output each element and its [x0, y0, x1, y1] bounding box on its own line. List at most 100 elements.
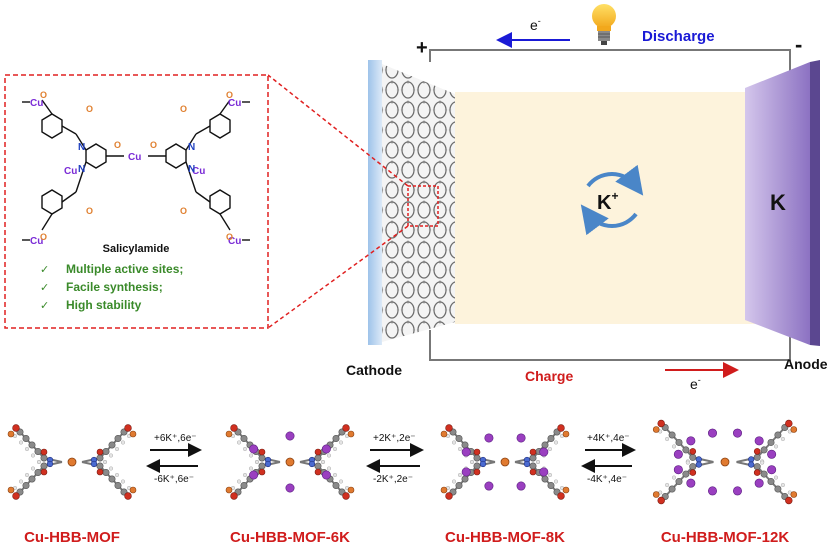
feature-item: High stability	[66, 298, 142, 312]
carbon-atom	[240, 434, 248, 442]
hydrogen-atom	[665, 483, 670, 488]
hydrogen-atom	[780, 483, 785, 488]
reaction-forward-label: +4K⁺,4e⁻	[587, 433, 630, 444]
copper-atom	[347, 430, 355, 438]
carbon-atom	[547, 434, 555, 442]
carbon-atom	[455, 481, 463, 489]
circuit-wire-bottom	[429, 330, 791, 361]
potassium-atom	[707, 428, 717, 438]
hydrogen-atom	[339, 440, 344, 445]
carbon-atom	[240, 481, 248, 489]
carbon-atom	[102, 447, 110, 455]
oxygen-atom	[529, 448, 537, 456]
hydrogen-atom	[760, 460, 765, 465]
structure-name: Cu-HBB-MOF-12K	[661, 529, 789, 546]
reaction-arrows: +6K⁺,6e⁻ -6K⁺,6e⁻ +2K⁺,2e⁻ -2K⁺,2e⁻ +4K⁺…	[146, 433, 636, 485]
zoom-line-bottom	[267, 225, 409, 329]
copper-atom	[7, 430, 15, 438]
hydrogen-atom	[554, 440, 559, 445]
nitrogen-label: N	[188, 164, 195, 175]
hydrogen-atom	[780, 436, 785, 441]
hydrogen-atom	[37, 460, 42, 465]
hydrogen-atom	[672, 444, 677, 449]
copper-atom	[225, 486, 233, 494]
reaction-forward-label: +6K⁺,6e⁻	[154, 433, 197, 444]
carbon-atom	[529, 462, 537, 470]
carbon-atom	[461, 475, 469, 483]
potassium-atom	[516, 481, 526, 491]
oxygen-atom	[445, 492, 453, 500]
oxygen-atom	[96, 468, 104, 476]
potassium-atom	[484, 433, 494, 443]
anode-label: Anode	[784, 356, 828, 372]
carbon-atom	[455, 434, 463, 442]
carbon-atom	[314, 462, 322, 470]
copper-atom	[562, 486, 570, 494]
copper-atom	[129, 430, 137, 438]
hydrogen-atom	[327, 453, 332, 458]
carbon-atom	[675, 438, 683, 446]
hydrogen-atom	[254, 460, 259, 465]
potassium-atom	[249, 470, 259, 480]
charge-label: Charge	[525, 368, 573, 384]
carbon-atom	[682, 470, 690, 478]
hydrogen-atom	[548, 473, 553, 478]
carbon-atom	[689, 453, 697, 461]
hydrogen-atom	[452, 440, 457, 445]
carbon-atom	[114, 481, 122, 489]
oxygen-label: O	[40, 232, 47, 242]
oxygen-atom	[753, 448, 761, 455]
oxygen-atom	[314, 468, 322, 476]
copper-atom	[225, 430, 233, 438]
potassium-atom	[321, 444, 331, 454]
oxygen-atom	[785, 419, 793, 428]
nitrogen-atom	[695, 461, 702, 468]
hydrogen-atom	[536, 460, 541, 465]
hydrogen-atom	[31, 453, 36, 458]
light-bulb-icon	[592, 4, 616, 45]
carbon-atom	[258, 462, 266, 470]
carbon-atom	[28, 475, 36, 483]
oxygen-atom	[40, 468, 48, 476]
carbon-atom	[332, 481, 340, 489]
carbon-atom	[473, 462, 481, 470]
check-icon: ✓	[40, 263, 49, 276]
hydrogen-atom	[108, 466, 113, 471]
potassium-atom	[285, 483, 295, 493]
carbon-atom	[473, 454, 481, 462]
potassium-atom	[767, 449, 777, 459]
potassium-atom	[461, 447, 471, 457]
copper-atom	[720, 457, 730, 467]
feature-item: Multiple active sites;	[66, 262, 183, 276]
carbon-atom	[34, 468, 42, 476]
nitrogen-atom	[695, 456, 702, 463]
oxygen-atom	[314, 448, 322, 456]
copper-atom	[562, 430, 570, 438]
oxygen-atom	[473, 468, 481, 476]
hydrogen-atom	[114, 447, 119, 452]
nitrogen-atom	[748, 456, 755, 463]
carbon-atom	[541, 441, 549, 449]
cu-label: Cu	[128, 152, 141, 163]
hydrogen-atom	[108, 453, 113, 458]
oxygen-atom	[230, 492, 238, 500]
feature-item: Facile synthesis;	[66, 280, 163, 294]
feature-list: ✓ Multiple active sites; ✓ Facile synthe…	[40, 262, 183, 312]
hydrogen-atom	[672, 475, 677, 480]
cu-label: Cu	[192, 166, 205, 177]
hydrogen-atom	[25, 473, 30, 478]
carbon-atom	[774, 485, 782, 493]
structure-name: Cu-HBB-MOF-8K	[445, 529, 565, 546]
oxygen-label: O	[114, 140, 121, 150]
hydrogen-atom	[665, 436, 670, 441]
structures-row	[7, 419, 798, 505]
copper-atom	[129, 486, 137, 494]
carbon-atom	[668, 431, 676, 439]
carbon-atom	[96, 462, 104, 470]
oxygen-atom	[689, 448, 697, 455]
carbon-atom	[114, 434, 122, 442]
cathode-mof-layer	[382, 64, 455, 342]
structure-name: Cu-HBB-MOF-6K	[230, 529, 350, 546]
potassium-atom	[673, 465, 683, 475]
oxygen-atom	[12, 492, 20, 500]
